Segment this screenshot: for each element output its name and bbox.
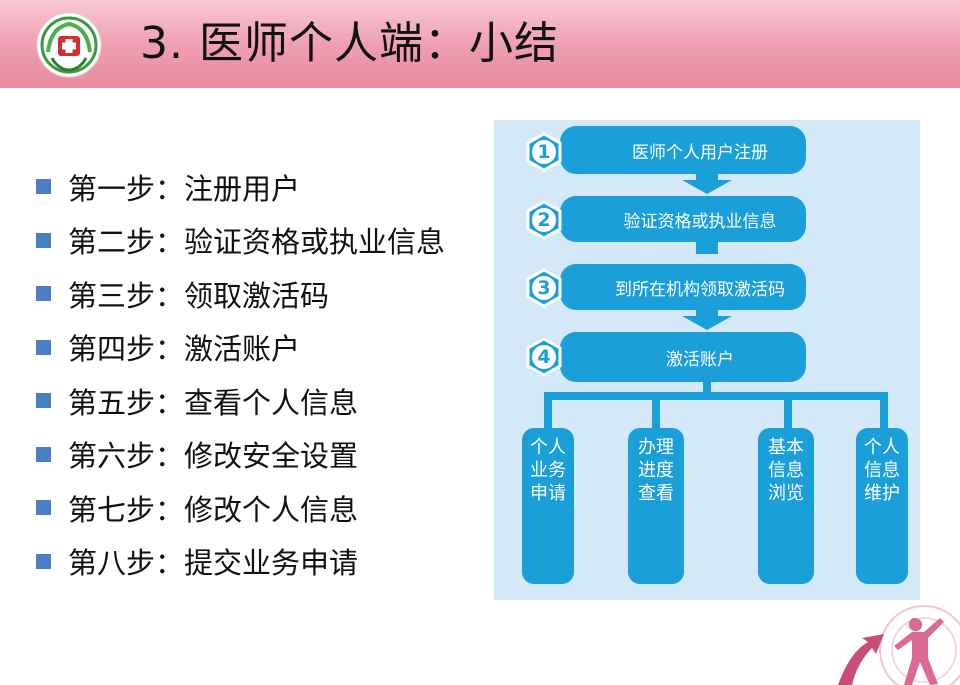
flowchart-shapes (522, 126, 908, 584)
bullet-square-icon (36, 286, 51, 302)
down-arrow-icon (682, 180, 732, 194)
step-number: 4 (537, 346, 551, 368)
bullet-square-icon (36, 553, 51, 569)
list-item: 第八步：提交业务申请 (36, 535, 445, 589)
down-arrow-icon (682, 316, 732, 330)
flow-stage-label: 激活账户 (666, 350, 734, 370)
decorative-figure-icon (838, 605, 960, 685)
bullet-square-icon (36, 232, 51, 248)
flow-branch-label: 办理进度查看 (638, 437, 674, 504)
bullet-square-icon (36, 500, 51, 516)
list-item: 第五步：查看个人信息 (36, 374, 445, 428)
flowchart: 1 2 3 4 医师个人用户注册 验证资格或执业信息 到所在机构领取激活码 激活… (494, 120, 920, 600)
page-title: 3. 医师个人端：小结 (140, 18, 559, 69)
list-item: 第一步：注册用户 (36, 160, 445, 214)
flow-branch-label: 个人信息维护 (864, 437, 900, 504)
flow-branch-label: 个人业务申请 (530, 437, 566, 504)
list-item: 第六步：修改安全设置 (36, 428, 445, 482)
list-item: 第四步：激活账户 (36, 321, 445, 375)
bullet-square-icon (36, 339, 51, 355)
title-bar: 3. 医师个人端：小结 (0, 0, 960, 88)
bullet-square-icon (36, 446, 51, 462)
step-number: 3 (537, 277, 551, 299)
bullet-square-icon (36, 393, 51, 409)
list-item: 第三步：领取激活码 (36, 267, 445, 321)
step-number: 1 (537, 141, 551, 163)
list-item: 第二步：验证资格或执业信息 (36, 214, 445, 268)
bullet-square-icon (36, 179, 51, 195)
list-item: 第七步：修改个人信息 (36, 481, 445, 535)
flow-stage-label: 验证资格或执业信息 (623, 212, 777, 232)
step-list: 第一步：注册用户 第二步：验证资格或执业信息 第三步：领取激活码 第四步：激活账… (36, 160, 445, 588)
hospital-logo-icon (36, 12, 102, 78)
flow-stage-label: 医师个人用户注册 (632, 143, 768, 163)
flow-stage-label: 到所在机构领取激活码 (615, 280, 785, 300)
step-number: 2 (537, 209, 551, 231)
flow-branch-label: 基本信息浏览 (768, 437, 804, 504)
